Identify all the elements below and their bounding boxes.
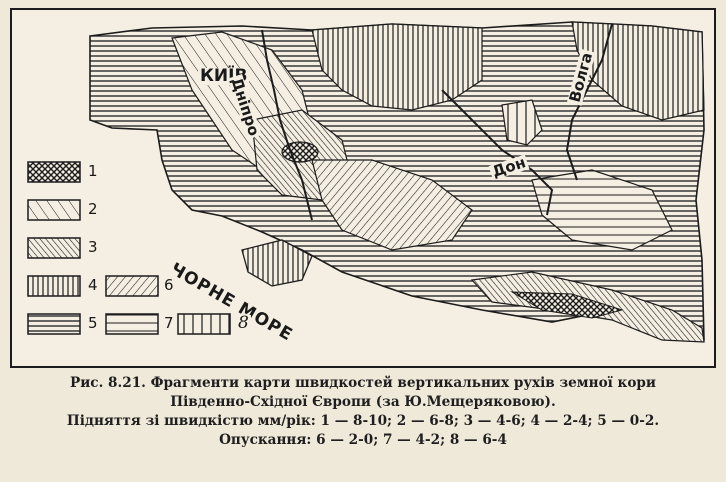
zone-subsidence-4-2 (531, 169, 673, 251)
legend-label-2: 2 (86, 200, 100, 218)
zone-subsidence-2-0 (311, 159, 473, 251)
crimea (241, 239, 313, 287)
legend-label-1: 1 (86, 162, 100, 180)
caption-uplift-legend: Підняття зі швидкістю мм/рік: 1 — 8-10; … (66, 413, 660, 429)
zone-uplift-8-10 (281, 141, 319, 163)
legend-swatch-4 (27, 275, 81, 297)
figure-caption: Рис. 8.21. Фрагменти карти швидкостей ве… (0, 374, 726, 450)
legend-label-7: 7 (162, 314, 176, 332)
legend-swatch-8 (177, 313, 231, 335)
river-dnipro-line (261, 29, 313, 221)
legend-label-8: 8 (236, 313, 251, 333)
legend-label-5: 5 (86, 314, 100, 332)
legend-swatch-1 (27, 161, 81, 183)
zone-uplift-2-4 (311, 23, 483, 111)
legend-swatch-7 (105, 313, 159, 335)
legend-swatch-6 (105, 275, 159, 297)
zone-caucasus-core (510, 291, 624, 319)
caption-subtitle: Південно-Східної Європи (за Ю.Мещеряково… (170, 394, 556, 410)
legend (27, 161, 231, 335)
map-frame: КИЇВ Дніпро Дон Волга ЧОРНЕ МОРЕ 1 2 3 4… (10, 8, 716, 368)
legend-label-6: 6 (162, 276, 176, 294)
legend-label-3: 3 (86, 238, 100, 256)
caption-subsidence-legend: Опускання: 6 — 2-0; 7 — 4-2; 8 — 6-4 (219, 432, 507, 448)
vertical-movement-map (27, 21, 705, 343)
zone-subsidence-6-4 (501, 99, 543, 146)
legend-swatch-5 (27, 313, 81, 335)
legend-swatch-2 (27, 199, 81, 221)
legend-swatch-3 (27, 237, 81, 259)
legend-label-4: 4 (86, 276, 100, 294)
caption-title: Рис. 8.21. Фрагменти карти швидкостей ве… (70, 375, 656, 391)
